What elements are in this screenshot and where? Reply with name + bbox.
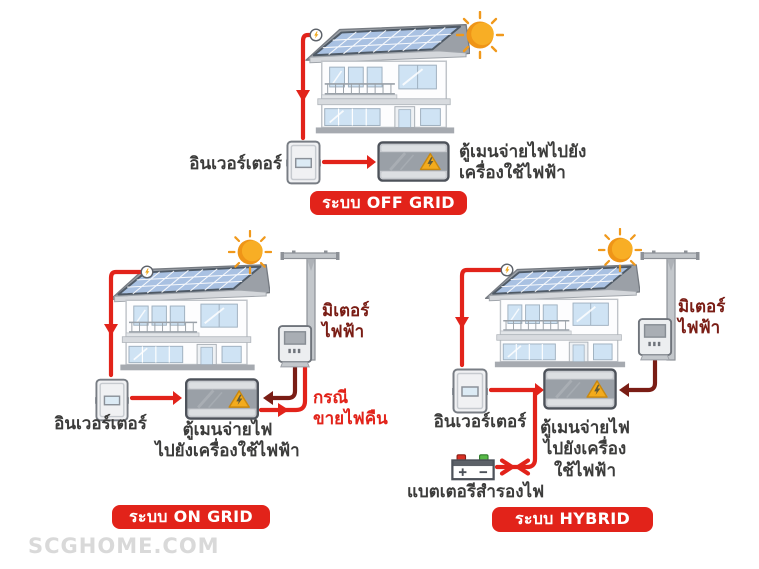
meter-label: มิเตอร์ ไฟฟ้า xyxy=(322,301,370,343)
solar-junction-icon xyxy=(140,265,154,279)
ongrid-diagram: อินเวอร์เตอร์ ตู้เมนจ่ายไฟ ไปยังเครื่องใ… xyxy=(30,228,390,535)
battery-label: แบตเตอรีสำรองไฟ xyxy=(407,482,545,502)
inverter-box-icon xyxy=(286,140,321,185)
watermark: SCGHOME.COM xyxy=(28,534,220,558)
battery-icon xyxy=(451,453,495,481)
inverter-label: อินเวอร์เตอร์ xyxy=(189,154,282,174)
system-badge-ongrid: ระบบ ON GRID xyxy=(112,505,270,529)
inverter-box-icon xyxy=(452,368,488,414)
house-with-solar-roof xyxy=(109,264,270,372)
sun-icon xyxy=(456,11,504,59)
house-with-solar-roof xyxy=(304,24,470,135)
inverter-label: อินเวอร์เตอร์ xyxy=(433,412,527,432)
sun-icon xyxy=(228,230,272,274)
solar-junction-icon xyxy=(500,263,514,277)
meter-label: มิเตอร์ ไฟฟ้า xyxy=(678,297,726,339)
sun-icon xyxy=(598,228,642,272)
system-badge-hybrid: ระบบ HYBRID xyxy=(492,507,653,532)
main-panel-label: ตู้เมนจ่ายไฟไปยัง เครื่องใช้ไฟฟ้า xyxy=(459,142,587,184)
inverter-label: อินเวอร์เตอร์ xyxy=(54,414,147,434)
house-with-solar-roof xyxy=(484,264,640,369)
main-distribution-panel-icon xyxy=(377,141,450,182)
electric-meter-icon xyxy=(637,318,673,361)
electric-meter-icon xyxy=(277,325,313,368)
main-distribution-panel-icon xyxy=(543,368,617,410)
solar-junction-icon xyxy=(309,28,323,42)
sellback-label: กรณี ขายไฟคืน xyxy=(313,388,388,430)
offgrid-diagram: อินเวอร์เตอร์ ตู้เมนจ่ายไฟไปยัง เครื่องใ… xyxy=(185,8,605,225)
main-panel-label: ตู้เมนจ่ายไฟ ไปยังเครื่อง ใช้ไฟฟ้า xyxy=(540,418,630,481)
hybrid-diagram: อินเวอร์เตอร์ ตู้เมนจ่ายไฟ ไปยังเครื่อง … xyxy=(405,228,759,535)
main-distribution-panel-icon xyxy=(184,378,260,420)
system-badge-offgrid: ระบบ OFF GRID xyxy=(310,191,467,215)
main-panel-label: ตู้เมนจ่ายไฟ ไปยังเครื่องใช้ไฟฟ้า xyxy=(155,420,300,462)
